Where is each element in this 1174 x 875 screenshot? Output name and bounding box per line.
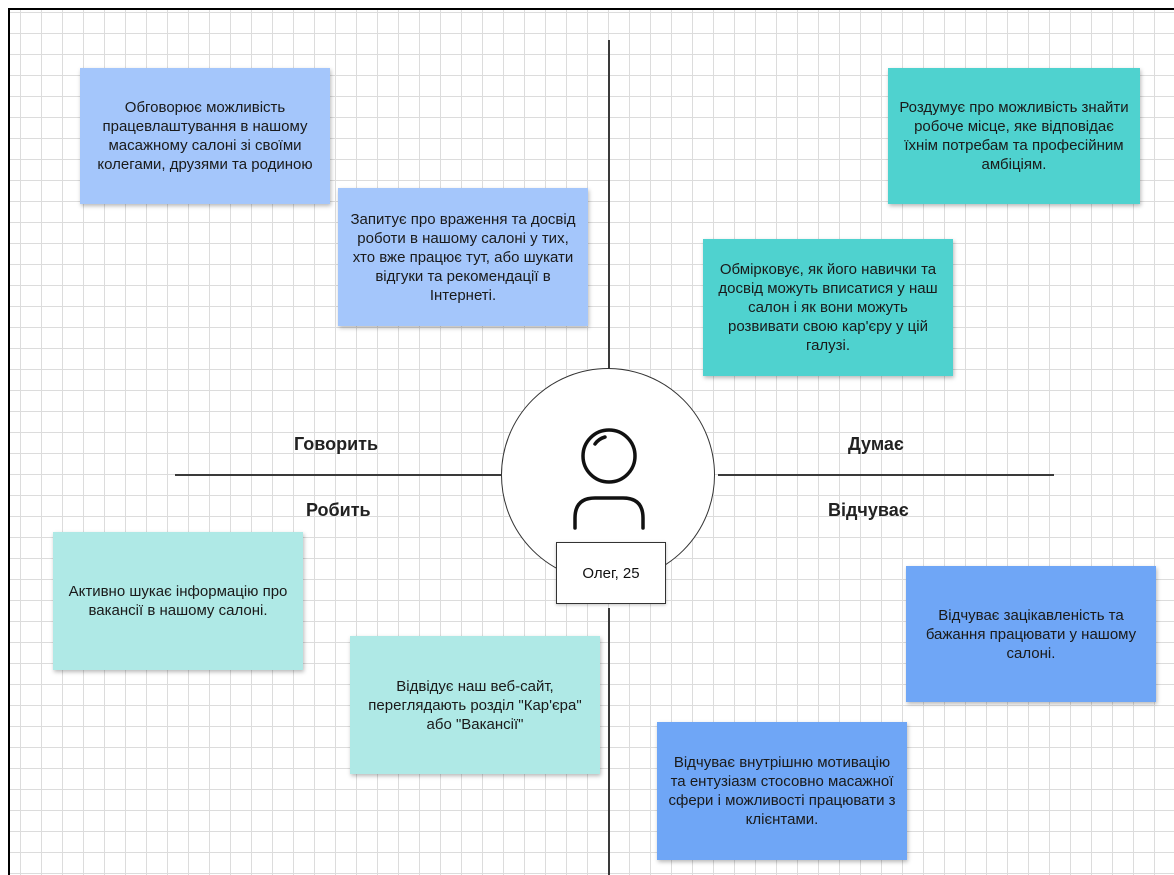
sticky-note-feels-1[interactable]: Відчуває зацікавленість та бажання працю… xyxy=(906,566,1156,702)
sticky-note-does-2[interactable]: Відвідує наш веб-сайт, переглядають розд… xyxy=(350,636,600,774)
empathy-map-canvas: Говорить Робить Думає Відчуває Олег, 25 … xyxy=(8,8,1174,875)
sticky-note-says-2[interactable]: Запитує про враження та досвід роботи в … xyxy=(338,188,588,326)
user-icon xyxy=(573,428,645,530)
vertical-axis-top xyxy=(608,40,610,376)
sticky-note-thinks-2[interactable]: Обмірковує, як його навички та досвід мо… xyxy=(703,239,953,376)
sticky-note-says-1[interactable]: Обговорює можливість працевлаштування в … xyxy=(80,68,330,204)
horizontal-axis-right xyxy=(718,474,1054,476)
horizontal-axis-left xyxy=(175,474,501,476)
quadrant-label-feels: Відчуває xyxy=(828,500,909,520)
sticky-note-thinks-1[interactable]: Роздумує про можливість знайти робоче мі… xyxy=(888,68,1140,204)
quadrant-label-does: Робить xyxy=(306,500,371,520)
sticky-note-feels-2[interactable]: Відчуває внутрішню мотивацію та ентузіаз… xyxy=(657,722,907,860)
quadrant-label-says: Говорить xyxy=(294,434,379,454)
quadrant-label-thinks: Думає xyxy=(848,434,904,454)
sticky-note-does-1[interactable]: Активно шукає інформацію про вакансії в … xyxy=(53,532,303,670)
persona-name-label[interactable]: Олег, 25 xyxy=(556,542,666,604)
vertical-axis-bottom xyxy=(608,608,610,875)
